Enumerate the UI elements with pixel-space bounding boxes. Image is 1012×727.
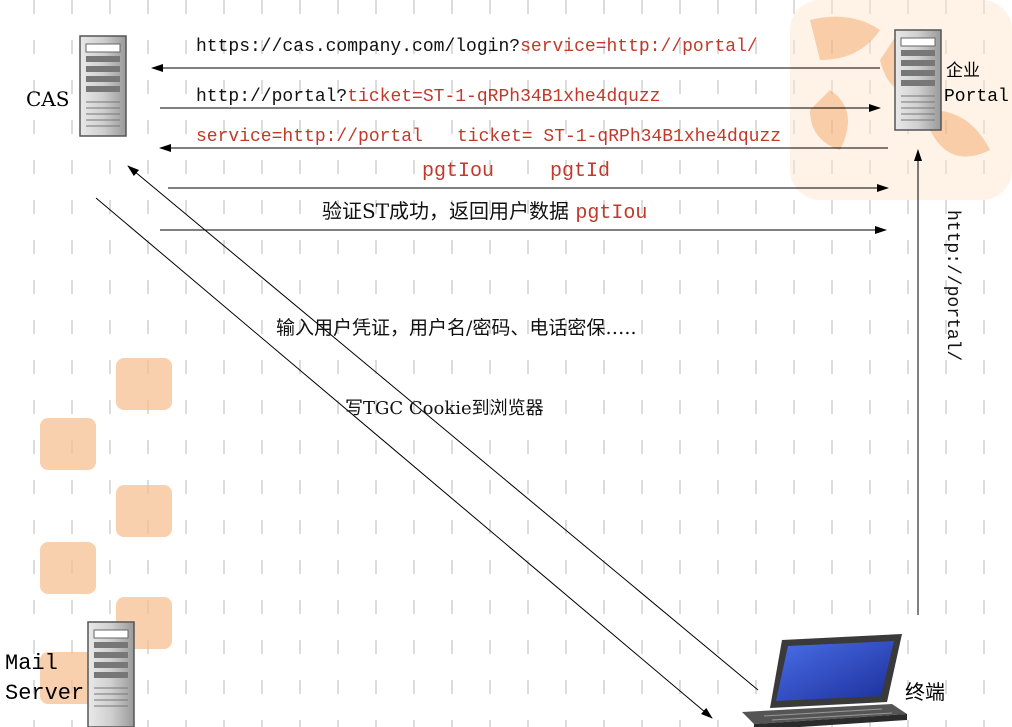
mail-label-line2: Server	[5, 681, 85, 706]
terminal-label: 终端	[905, 680, 945, 704]
msg-login-redirect-param: service=http://portal/	[520, 37, 758, 57]
msg-portal-access: http://portal/	[942, 210, 962, 362]
cas-label: CAS	[26, 87, 70, 111]
arrow-credentials	[127, 165, 759, 691]
laptop-icon	[742, 634, 907, 727]
msg-pgtiou: pgtIou	[422, 160, 495, 183]
msg-success-param: pgtIou	[575, 202, 648, 225]
msg-validate-ticket: ticket= ST-1-qRPh34B1xhe4dquzz	[457, 127, 782, 147]
portal-label-line2: Portal	[944, 87, 1009, 107]
mail-label-line1: Mail	[5, 651, 58, 676]
msg-credentials: 输入用户凭证，用户名/密码、电话密保…..	[276, 317, 637, 339]
msg-ticket-redirect: http://portal?ticket=ST-1-qRPh34B1xhe4dq…	[196, 88, 661, 106]
msg-tgc-cookie: 写TGC Cookie到浏览器	[345, 398, 544, 419]
msg-validate-service: service=http://portal	[196, 127, 423, 147]
msg-success: 验证ST成功，返回用户数据 pgtIou	[322, 201, 647, 224]
msg-ticket-redirect-param: ticket=ST-1-qRPh34B1xhe4dquzz	[347, 87, 661, 107]
seal-watermark-1	[116, 358, 172, 410]
msg-login-redirect-url: https://cas.company.com/login?	[196, 37, 521, 57]
arrow-tgc-cookie	[95, 197, 713, 719]
msg-pgtid: pgtId	[550, 160, 611, 183]
seal-watermark-2	[40, 418, 96, 470]
portal-label-line1: 企业	[946, 61, 980, 81]
portal-server-icon	[894, 29, 942, 131]
seal-watermark-4	[40, 542, 96, 594]
seal-watermark-6	[40, 652, 96, 704]
msg-ticket-redirect-url: http://portal?	[196, 87, 348, 107]
mail-server-icon	[87, 621, 135, 727]
msg-login-redirect: https://cas.company.com/login?service=ht…	[196, 38, 758, 56]
cas-server-icon	[79, 35, 127, 137]
msg-success-text: 验证ST成功，返回用户数据	[322, 199, 570, 223]
seal-watermark-3	[116, 485, 172, 537]
